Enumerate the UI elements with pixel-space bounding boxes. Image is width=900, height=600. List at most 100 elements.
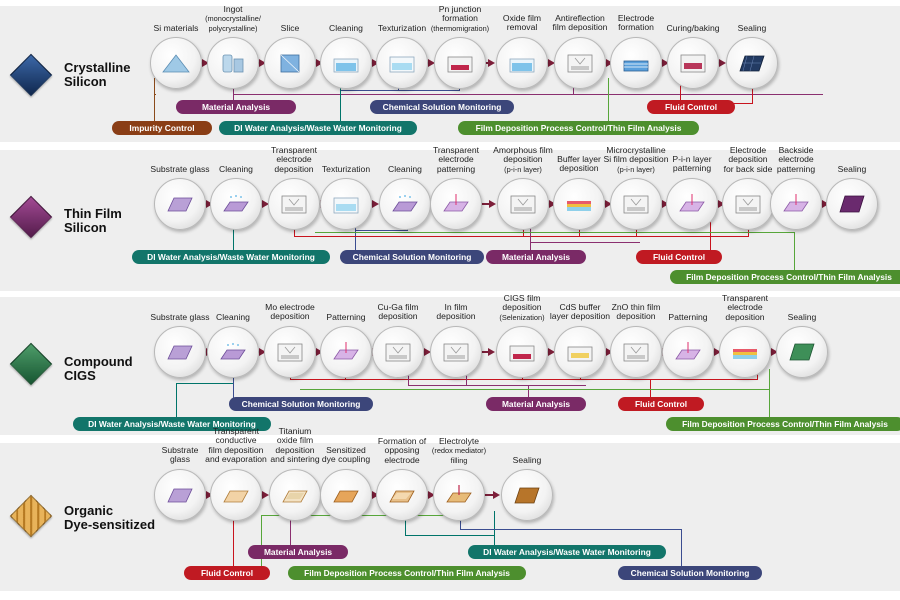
stage-label: Oxide film removal [480,13,564,33]
furnace-icon [507,340,537,364]
stage-label: Electrode formation [594,13,678,33]
stage-label: Cleaning [363,164,447,174]
stage-label: Patterning [304,312,388,322]
stage-label: Sealing [485,455,569,465]
stage-label: Substrate glass [138,164,222,174]
oven-icon [678,51,708,75]
solar-cell-icon [737,51,767,75]
laser-patterning-icon [781,192,811,216]
flow-arrow [661,200,669,208]
flow-arrow [604,200,612,208]
stage-label-main: CIGS film deposition [502,293,542,313]
deposition-chamber-icon [441,340,471,364]
material-analysis-tag: Material Analysis [248,545,348,559]
organic-title: Organic Dye-sensitized [64,503,156,532]
chemical-solution-monitoring-tag: Chemical Solution Monitoring [229,397,373,411]
stage-label: Electrode deposition for back side [706,145,790,174]
flow-arrow [371,491,379,499]
di-water-tag: DI Water Analysis/Waste Water Monitoring [219,121,417,135]
stage-label: Sealing [810,164,894,174]
stage-label-main: Oxide film removal [502,13,542,33]
stage-label-main: Patterning [326,312,366,322]
stage-label-main: Titanium oxide film deposition and sinte… [270,426,320,465]
stage-circle [207,37,259,89]
stage-label: Slice [248,23,332,33]
stage-label-main: Transparent electrode deposition [721,293,768,322]
stage-label-main: Patterning [668,312,708,322]
fluid-control-tag: Fluid Control [647,100,735,114]
stage-circle [667,37,719,89]
di-water-tag: DI Water Analysis/Waste Water Monitoring [468,545,666,559]
wafer-slice-icon [275,51,305,75]
texturization-tank-icon [331,192,361,216]
thin-film-title: Thin Film Silicon [64,206,122,235]
cleaning-spray-icon [390,192,420,216]
stage-label-main: Substrate glass [150,312,210,322]
stage-label-main: Curing/baking [666,23,720,33]
stage-label-main: Substrate glass [161,445,199,465]
stage-label: CdS buffer layer deposition [538,302,622,322]
material-analysis-tag: Material Analysis [486,397,586,411]
stage-label: Mo electrode deposition [248,302,332,322]
layer-stack-icon [730,340,760,364]
stage-circle [154,178,206,230]
electrolyte-fill-icon [444,483,474,507]
fluid-control-tag: Fluid Control [636,250,722,264]
deposition-chamber-icon [279,192,309,216]
stage-label-main: Sealing [737,23,767,33]
stage-label: Antireflection film deposition [538,13,622,33]
flow-arrow [258,59,266,67]
stage-label: Microcrystalline Si film deposition(p-i-… [594,145,678,174]
stage-label: Sealing [710,23,794,33]
stage-label-main: Substrate glass [150,164,210,174]
flow-arrow [481,348,495,356]
stage-label-main: Backside electrode patterning [776,145,816,174]
stage-label-main: Cleaning [329,23,363,33]
material-analysis-tag: Material Analysis [176,100,296,114]
stage-label: ZnO thin film deposition [594,302,678,322]
thin-film-diamond-icon [9,195,53,239]
flow-arrow [315,348,323,356]
stage-label-main: In film deposition [436,302,476,322]
etch-bath-icon [507,51,537,75]
chemical-solution-monitoring-tag: Chemical Solution Monitoring [340,250,484,264]
stage-label-main: Transparent electrode patterning [432,145,479,174]
flow-arrow [547,59,555,67]
coated-glass-icon [221,483,251,507]
stage-label-main: Texturization [377,23,427,33]
stage-circle [726,37,778,89]
stage-label: Sensitized dye coupling [304,445,388,465]
flow-arrow [661,59,669,67]
stage-label-main: Sensitized dye coupling [321,445,371,465]
impurity-control-tag: Impurity Control [112,121,212,135]
deposition-chamber-icon [621,340,651,364]
flow-arrow [205,200,213,208]
flow-arrow [605,348,613,356]
stage-label-main: Slice [280,23,300,33]
stage-label: In film deposition [414,302,498,322]
deposition-chamber-icon [383,340,413,364]
stage-label-main: Transparent conductive film deposition a… [205,426,267,465]
cigs-title: Compound CIGS [64,354,133,383]
stage-circle [210,469,262,521]
stage-circle [610,37,662,89]
stage-label-sub: (monocrystalline/ polycrystalline) [205,14,261,33]
flow-arrow [371,59,379,67]
stage-label: Patterning [646,312,730,322]
stage-label: Cleaning [194,164,278,174]
chemical-solution-monitoring-tag: Chemical Solution Monitoring [370,100,514,114]
flow-arrow [485,59,495,67]
stage-circle [207,326,259,378]
stage-label-main: Formation of opposing electrode [377,436,427,465]
glass-substrate-icon [165,483,195,507]
crystalline-title: Crystalline Silicon [64,60,131,89]
stage-label: Transparent conductive film deposition a… [194,426,278,465]
stage-label-sub: (redox mediator) filling [431,446,487,465]
film-deposition-tag: Film Deposition Process Control/Thin Fil… [288,566,526,580]
stage-label: Titanium oxide film deposition and sinte… [253,426,337,465]
stage-circle [150,37,202,89]
stage-circle [501,469,553,521]
stage-label: Curing/baking [651,23,735,33]
crystalline-diamond-icon [9,53,53,97]
laser-patterning-icon [677,192,707,216]
